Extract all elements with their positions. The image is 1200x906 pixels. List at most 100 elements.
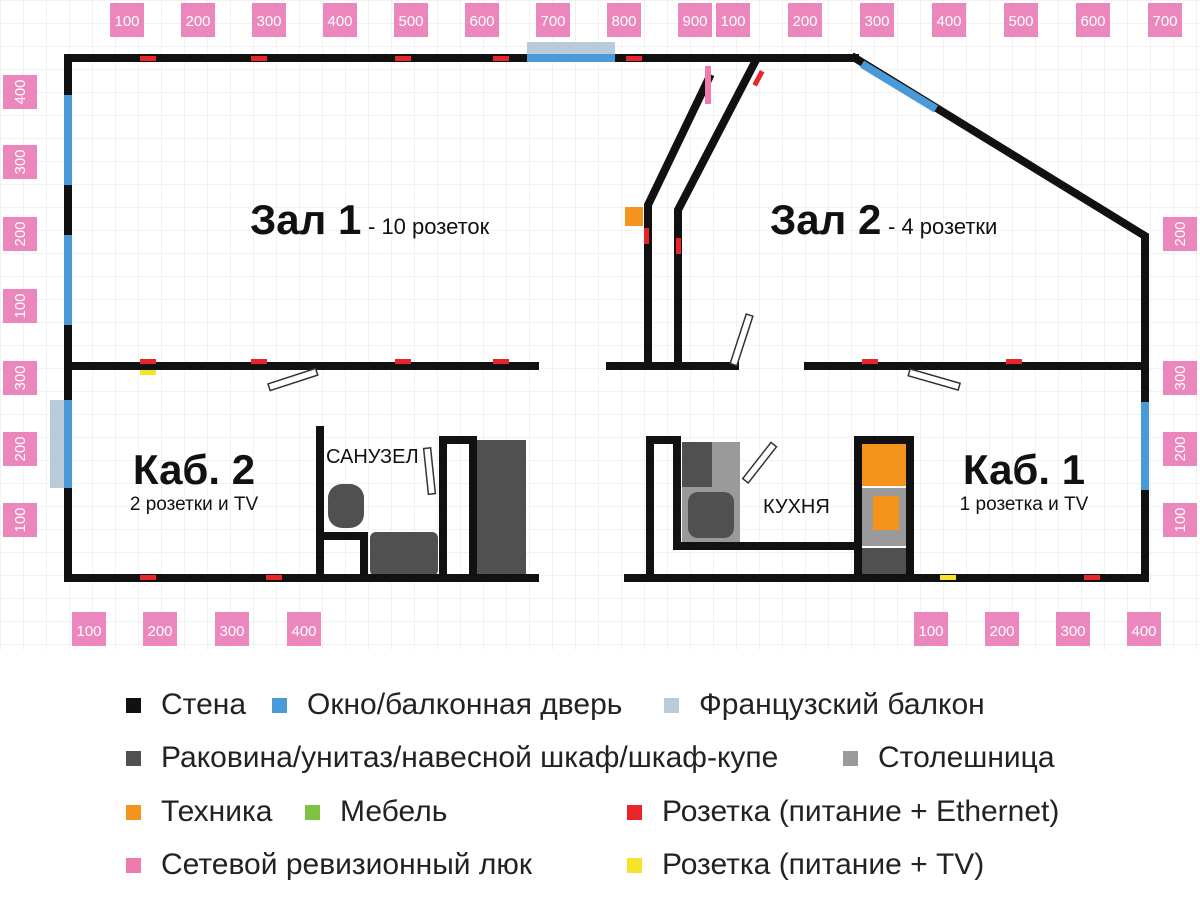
svg-text:400: 400 xyxy=(327,13,352,30)
legend-item-french-balcony: Французский балкон xyxy=(664,688,985,722)
svg-text:300: 300 xyxy=(1172,365,1189,390)
ruler-tick: 300 xyxy=(215,612,249,646)
ruler-tick: 200 xyxy=(985,612,1019,646)
bath-wall-right xyxy=(439,436,477,582)
ruler-tick: 600 xyxy=(1076,3,1110,37)
kitchen-fixtures xyxy=(682,440,908,576)
svg-text:300: 300 xyxy=(864,13,889,30)
svg-text:300: 300 xyxy=(219,623,244,640)
hall1-subtitle: - 10 розеток xyxy=(368,214,490,239)
outlet xyxy=(862,359,878,364)
ruler-tick: 400 xyxy=(3,75,37,109)
ruler-tick: 600 xyxy=(465,3,499,37)
legend-label: Стена xyxy=(161,688,247,721)
bathtub xyxy=(370,532,438,576)
legend-swatch xyxy=(664,697,679,713)
legend-label: Техника xyxy=(161,795,273,828)
ruler-bottom-left: 100 200 300 400 xyxy=(72,612,321,646)
ruler-tick: 300 xyxy=(3,361,37,395)
window-top xyxy=(527,54,615,62)
ruler-tick: 100 xyxy=(72,612,106,646)
outlet xyxy=(140,56,156,61)
ruler-right: 200 300 200 100 xyxy=(1163,217,1197,537)
ruler-tick: 200 xyxy=(143,612,177,646)
svg-text:200: 200 xyxy=(792,13,817,30)
toilet-tank xyxy=(328,484,364,528)
windows xyxy=(50,42,1149,490)
svg-text:200: 200 xyxy=(989,623,1014,640)
svg-text:100: 100 xyxy=(76,623,101,640)
legend-item-fixtures: Раковина/унитаз/навесной шкаф/шкаф-купе xyxy=(126,741,778,775)
svg-text:700: 700 xyxy=(540,13,565,30)
window-left-upper xyxy=(64,95,72,185)
ruler-tick: 100 xyxy=(3,289,37,323)
kitchen-wall-right xyxy=(854,436,914,582)
svg-text:100: 100 xyxy=(918,623,943,640)
outlet xyxy=(1006,359,1022,364)
ruler-tick: 500 xyxy=(1004,3,1038,37)
wardrobe xyxy=(476,440,526,576)
svg-text:500: 500 xyxy=(398,13,423,30)
hall1-title: Зал 1 xyxy=(250,196,361,243)
ruler-tick: 300 xyxy=(3,145,37,179)
ruler-tick: 300 xyxy=(1163,361,1197,395)
ruler-top-right: 100 200 300 400 500 600 700 xyxy=(716,3,1182,37)
svg-text:500: 500 xyxy=(1008,13,1033,30)
legend-swatch xyxy=(126,804,141,820)
ruler-tick: 200 xyxy=(1163,217,1197,251)
cab1-title: Каб. 1 xyxy=(963,446,1085,493)
legend-item-wall: Стена xyxy=(126,688,246,722)
doors xyxy=(267,313,962,496)
svg-text:200: 200 xyxy=(12,221,29,246)
door-cab1 xyxy=(907,368,962,391)
ruler-tick: 300 xyxy=(252,3,286,37)
window-diagonal xyxy=(859,60,939,113)
svg-text:100: 100 xyxy=(114,13,139,30)
legend-item-outlet-ethernet: Розетка (питание + Ethernet) xyxy=(627,795,1059,829)
legend-label: Окно/балконная дверь xyxy=(307,688,623,721)
outlet xyxy=(626,56,642,61)
door-bath xyxy=(422,446,437,496)
legend-label: Мебель xyxy=(340,795,448,828)
sink xyxy=(688,492,734,538)
outlet xyxy=(266,575,282,580)
svg-text:400: 400 xyxy=(936,13,961,30)
outlet xyxy=(1084,575,1100,580)
grid-background xyxy=(0,0,1200,650)
outlet xyxy=(493,56,509,61)
svg-text:400: 400 xyxy=(12,79,29,104)
ruler-tick: 400 xyxy=(1127,612,1161,646)
svg-text:100: 100 xyxy=(1172,507,1189,532)
ruler-tick: 400 xyxy=(932,3,966,37)
french-balcony-top xyxy=(527,42,615,54)
cab2-title: Каб. 2 xyxy=(133,446,255,493)
bathroom-fixtures xyxy=(328,440,526,576)
kitchen-wall-left xyxy=(646,436,862,582)
outlet xyxy=(140,359,156,364)
window-cab2-left xyxy=(64,400,72,488)
legend-label: Столешница xyxy=(878,741,1055,774)
svg-text:100: 100 xyxy=(12,507,29,532)
ruler-tick: 200 xyxy=(3,432,37,466)
legend-item-network-hatch: Сетевой ревизионный люк xyxy=(126,848,532,882)
ruler-left: 400 300 200 100 300 200 100 xyxy=(3,75,37,537)
ruler-tick: 200 xyxy=(788,3,822,37)
legend-swatch xyxy=(272,697,287,713)
svg-text:400: 400 xyxy=(1131,623,1156,640)
svg-text:200: 200 xyxy=(185,13,210,30)
ruler-tick: 200 xyxy=(3,217,37,251)
legend-swatch xyxy=(126,857,141,873)
appliance-box xyxy=(625,207,643,226)
legend-swatch xyxy=(843,750,858,766)
ruler-tick: 700 xyxy=(536,3,570,37)
legend-item-window: Окно/балконная дверь xyxy=(272,688,622,722)
legend-item-outlet-tv: Розетка (питание + TV) xyxy=(627,848,984,882)
ruler-tick: 400 xyxy=(287,612,321,646)
outlet xyxy=(493,359,509,364)
ruler-tick: 100 xyxy=(3,503,37,537)
ruler-tick: 200 xyxy=(1163,432,1197,466)
outlets-ethernet xyxy=(140,56,1100,580)
outlet xyxy=(251,359,267,364)
svg-text:100: 100 xyxy=(12,293,29,318)
